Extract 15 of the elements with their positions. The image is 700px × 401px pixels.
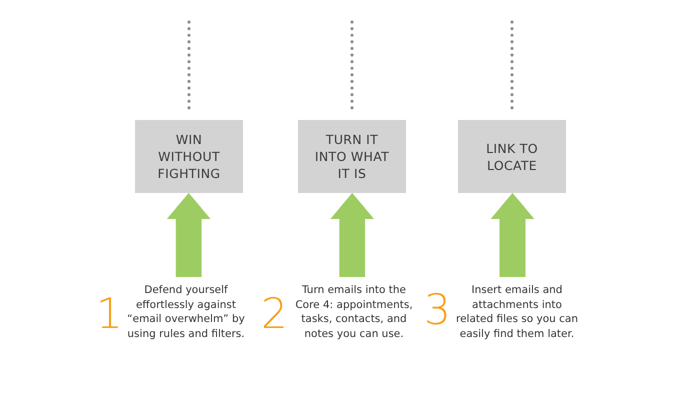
box-title: WIN WITHOUT FIGHTING	[156, 131, 222, 182]
description-text: Defend yourself effortlessly against “email overwhelm” by using rules and filters.	[126, 283, 246, 341]
box-title: LINK TO LOCATE	[485, 140, 539, 174]
label-box	[458, 120, 566, 193]
label-box	[135, 120, 243, 193]
step-number: 1	[96, 293, 123, 335]
step-number: 3	[424, 289, 451, 331]
arrow	[166, 193, 211, 277]
arrow	[330, 193, 374, 277]
label-box	[298, 120, 406, 193]
step-number: 2	[261, 293, 288, 335]
description-text: Turn emails into the Core 4: appointments, tasks, contacts, and notes you can use.	[294, 283, 414, 341]
description-text: Insert emails and attachments into related files so you can easily find them later.	[456, 283, 578, 341]
box-title: TURN IT INTO WHAT IT IS	[314, 131, 390, 182]
arrow	[490, 193, 534, 277]
